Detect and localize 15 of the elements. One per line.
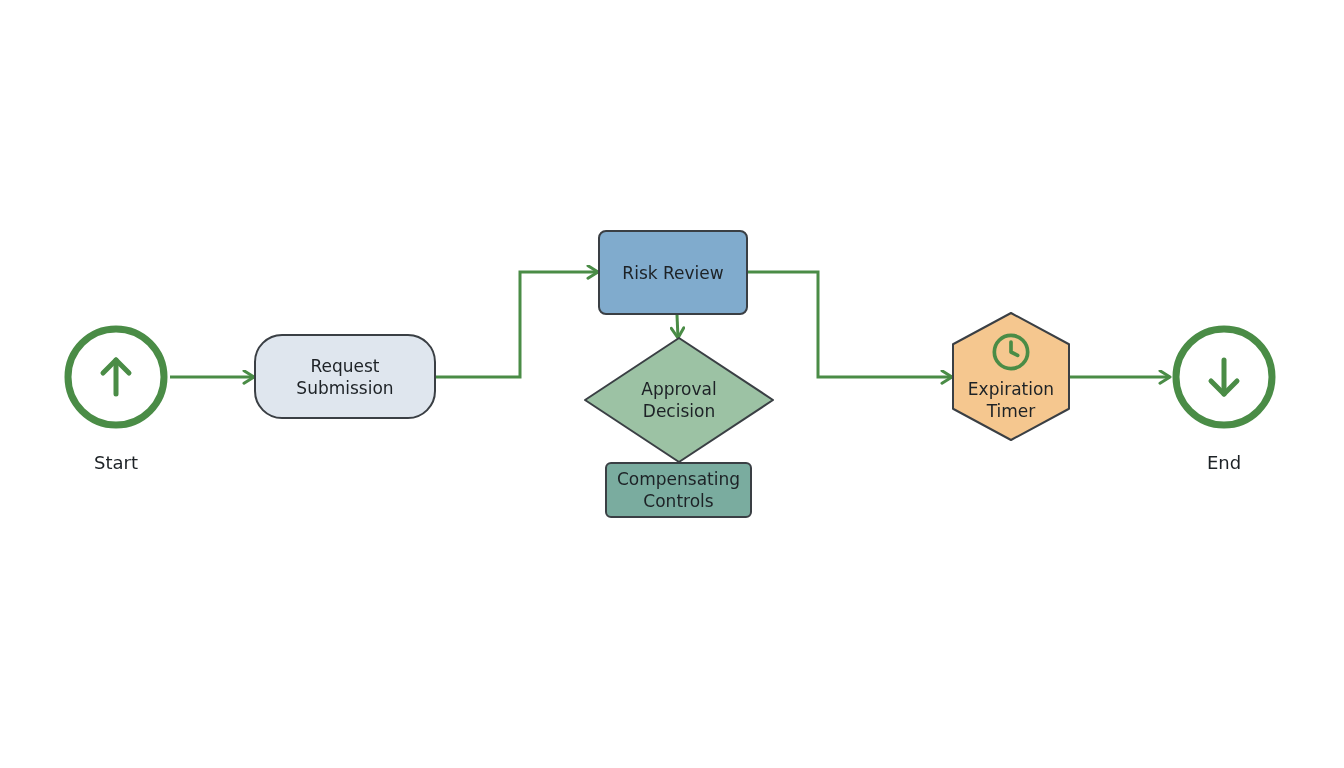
node-label: End bbox=[1206, 452, 1242, 473]
process-box bbox=[605, 462, 752, 518]
process-box bbox=[254, 334, 436, 419]
node-label: Approval Decision bbox=[640, 378, 718, 422]
arrow bbox=[1070, 369, 1172, 385]
node-label: Request Submission bbox=[295, 354, 395, 399]
node-label: Risk Review bbox=[621, 261, 725, 284]
process-box bbox=[598, 230, 748, 315]
node-label: Expiration Timer bbox=[966, 377, 1056, 422]
arrow bbox=[669, 314, 686, 340]
arrow bbox=[436, 264, 600, 379]
node-label: Start bbox=[94, 452, 138, 473]
arrow bbox=[170, 369, 256, 385]
node-label: Compensating Controls bbox=[615, 468, 742, 512]
arrow bbox=[748, 270, 954, 385]
